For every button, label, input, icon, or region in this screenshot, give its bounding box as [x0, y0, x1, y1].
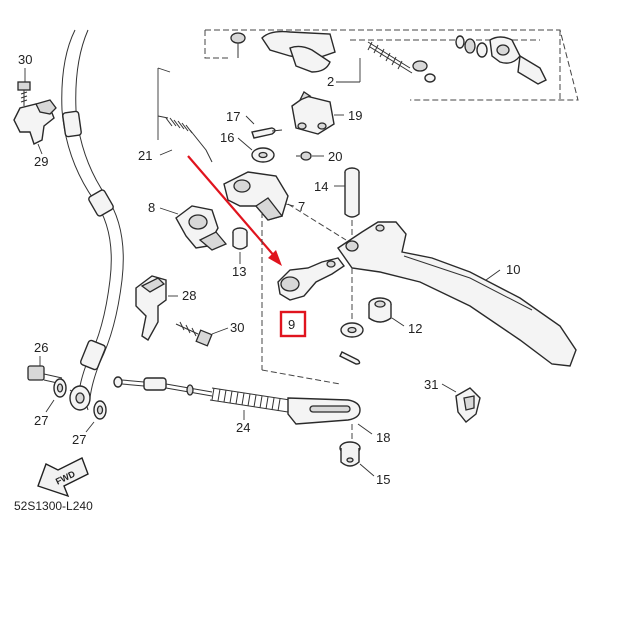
callout-18: 18 [376, 430, 390, 445]
cotter-pin-17 [245, 115, 283, 139]
pin-15 [339, 424, 375, 477]
washer-16 [237, 137, 275, 163]
highlight-arrow [187, 155, 282, 266]
banjo-bolt-26 [27, 356, 63, 385]
highlight-box [279, 310, 307, 338]
master-cylinder-body [230, 30, 336, 73]
callout-15: 15 [376, 472, 390, 487]
adjuster-8 [159, 205, 228, 251]
diagram-code: 52S1300-L240 [14, 499, 93, 513]
callout-7: 7 [298, 199, 305, 214]
callout-9: 9 [288, 317, 295, 332]
callout-19: 19 [348, 108, 362, 123]
callout-24: 24 [236, 420, 250, 435]
bolt-30-upper [17, 68, 31, 106]
callout-27-b: 27 [72, 432, 86, 447]
washer-lower [339, 268, 364, 365]
clutch-lever-10 [337, 221, 577, 367]
switch-19 [291, 91, 344, 135]
callout-10: 10 [506, 262, 520, 277]
callout-21: 21 [138, 148, 152, 163]
callout-29: 29 [34, 154, 48, 169]
lever-holder-7 [223, 171, 347, 241]
callout-30-upper: 30 [18, 52, 32, 67]
washer-27-b [85, 400, 107, 433]
callout-28: 28 [182, 288, 196, 303]
joint-18 [287, 397, 373, 435]
callout-20: 20 [328, 149, 342, 164]
piston-spring-kit [367, 35, 547, 85]
callout-16: 16 [220, 130, 234, 145]
collar-13 [232, 227, 248, 264]
brake-hose [61, 29, 124, 411]
clip-31 [441, 383, 481, 423]
callout-26: 26 [34, 340, 48, 355]
screw-20 [296, 151, 324, 161]
part-9-cam [277, 257, 346, 301]
bolt-30-lower [175, 212, 341, 385]
callout-30-lower: 30 [230, 320, 244, 335]
bracket-29 [13, 99, 57, 155]
callout-2: 2 [327, 74, 334, 89]
callout-13: 13 [232, 264, 246, 279]
callout-31: 31 [424, 377, 438, 392]
bushing-12 [368, 297, 405, 327]
callout-12: 12 [408, 321, 422, 336]
callout-17: 17 [226, 109, 240, 124]
callout-labels: 30 29 21 17 16 2 19 20 14 8 7 13 10 28 3… [18, 52, 520, 487]
callout-8: 8 [148, 200, 155, 215]
pivot-bolt-14 [334, 167, 360, 244]
fwd-arrow-icon: FWD [37, 457, 89, 498]
clutch-cable-24 [113, 376, 291, 420]
bracket-28 [135, 275, 178, 342]
callout-27-a: 27 [34, 413, 48, 428]
spring-21 [157, 67, 213, 163]
washer-27-a [45, 378, 67, 413]
banjo-fitting [69, 385, 91, 411]
callout-14: 14 [314, 179, 328, 194]
